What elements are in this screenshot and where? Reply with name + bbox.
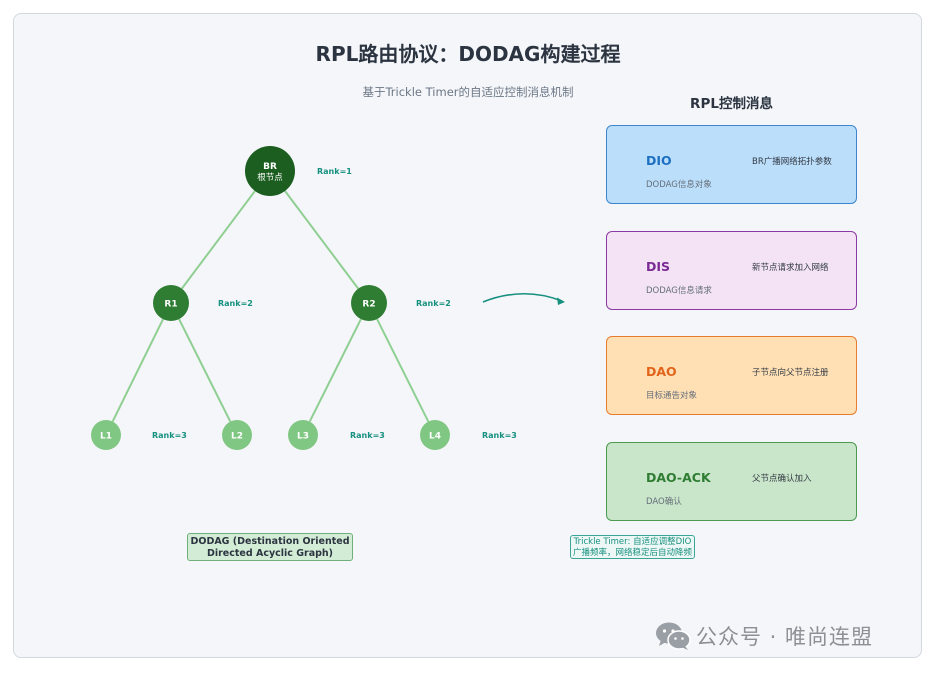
rank-label-r1: Rank=2	[218, 299, 253, 308]
dodag-note-line2: Directed Acyclic Graph)	[206, 547, 334, 559]
trickle-note-line1: Trickle Timer: 自适应调整DIO	[573, 537, 692, 547]
edge-br-r2	[284, 190, 360, 290]
trickle-note-line2: 广播频率，网络稳定后自动降频	[572, 548, 692, 558]
node-label-l4: L4	[429, 432, 441, 442]
dodag-note-line1: DODAG (Destination Oriented	[190, 535, 350, 547]
node-label-r1: R1	[164, 300, 177, 310]
diagram-subtitle: 基于Trickle Timer的自适应控制消息机制	[362, 85, 574, 99]
node-l3	[288, 420, 318, 450]
message-name: DAO	[646, 364, 677, 379]
node-r1	[153, 285, 189, 321]
node-label-br: BR	[263, 162, 277, 172]
message-description: BR广播网络拓扑参数	[752, 157, 832, 167]
wechat-icon	[656, 622, 691, 650]
message-card-dis: DIS 新节点请求加入网络 DODAG信息请求	[606, 231, 857, 310]
diagram-title: RPL路由协议：DODAG构建过程	[315, 42, 621, 66]
message-name: DIO	[646, 153, 672, 168]
node-sublabel-br: 根节点	[257, 172, 283, 183]
node-br	[245, 146, 295, 196]
node-l4	[420, 420, 450, 450]
rank-label-l3: Rank=3	[350, 431, 385, 440]
message-subtitle: 目标通告对象	[646, 391, 698, 401]
node-label-r2: R2	[362, 300, 375, 310]
message-subtitle: DODAG信息对象	[646, 180, 712, 190]
edge-r1-l1	[111, 318, 164, 422]
rank-label-r2: Rank=2	[416, 299, 451, 308]
rank-label-l1: Rank=3	[152, 431, 187, 440]
tree-edges	[111, 190, 430, 423]
edge-r2-l3	[308, 318, 362, 423]
node-r2	[351, 285, 387, 321]
message-card-dao-ack: DAO-ACK 父节点确认加入 DAO确认	[606, 442, 857, 521]
edge-r2-l4	[376, 318, 430, 423]
messages-panel-title: RPL控制消息	[690, 96, 773, 112]
message-subtitle: DAO确认	[646, 497, 682, 507]
message-card-dio: DIO BR广播网络拓扑参数 DODAG信息对象	[606, 125, 857, 204]
message-description: 父节点确认加入	[752, 474, 812, 484]
message-card-dao: DAO 子节点向父节点注册 目标通告对象	[606, 336, 857, 415]
message-description: 子节点向父节点注册	[752, 368, 829, 378]
message-name: DAO-ACK	[646, 470, 711, 485]
diagram-card	[13, 13, 922, 658]
node-label-l3: L3	[297, 432, 309, 442]
node-l2	[222, 420, 252, 450]
flow-arrow-head	[557, 297, 565, 305]
watermark: 公众号 · 唯尚连盟	[654, 618, 873, 654]
node-l1	[91, 420, 121, 450]
node-label-l2: L2	[231, 432, 243, 442]
flow-arrow	[482, 292, 563, 303]
watermark-text: 公众号 · 唯尚连盟	[696, 625, 874, 649]
trickle-timer-note: Trickle Timer: 自适应调整DIO 广播频率，网络稳定后自动降频	[570, 535, 695, 559]
node-label-l1: L1	[100, 432, 112, 442]
rank-label-l4: Rank=3	[482, 431, 517, 440]
message-description: 新节点请求加入网络	[752, 263, 829, 273]
edge-br-r1	[181, 190, 256, 290]
message-name: DIS	[646, 259, 671, 274]
rank-label-br: Rank=1	[317, 167, 352, 176]
message-subtitle: DODAG信息请求	[646, 286, 712, 296]
edge-r1-l2	[178, 318, 232, 423]
dodag-definition-note: DODAG (Destination Oriented Directed Acy…	[187, 533, 353, 561]
